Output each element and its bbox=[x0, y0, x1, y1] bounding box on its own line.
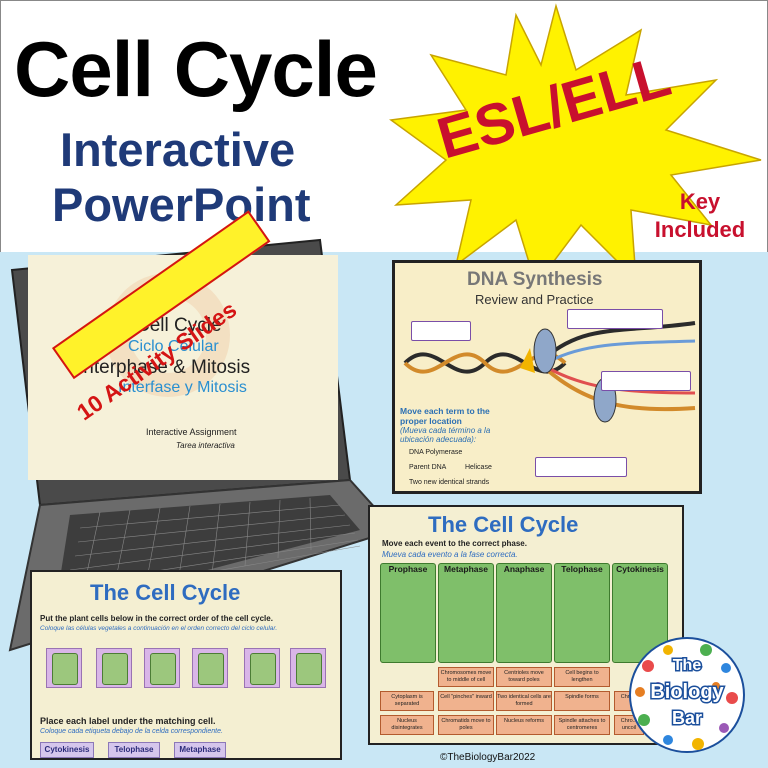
dna-synthesis-slide: DNA Synthesis Review and Practice Move e… bbox=[392, 260, 702, 494]
answer-box-3[interactable] bbox=[601, 371, 691, 391]
phase-label-anaphase: Anaphase bbox=[503, 564, 545, 574]
cc-left-instruction-es: Coloque las células vegetales a continua… bbox=[40, 625, 278, 632]
cell-image[interactable] bbox=[192, 648, 228, 688]
cc-left-label-instruction-es: Coloque cada etiqueta debajo de la celda… bbox=[40, 728, 223, 735]
slide-assignment: Interactive Assignment bbox=[146, 427, 237, 437]
dna-slide-title: DNA Synthesis bbox=[467, 269, 603, 290]
cell-image[interactable] bbox=[46, 648, 82, 688]
key-line1: Key bbox=[679, 189, 721, 214]
event-card[interactable]: Spindle forms bbox=[554, 691, 610, 711]
key-included-label: Key Included bbox=[640, 188, 760, 244]
cc-left-title: The Cell Cycle bbox=[90, 580, 241, 605]
phase-label-telophase: Telophase bbox=[561, 564, 603, 574]
term-parent-dna[interactable]: Parent DNA bbox=[409, 464, 447, 471]
event-card[interactable]: Cell "pinches" inward bbox=[438, 691, 494, 711]
label-chip-telophase[interactable]: Telophase bbox=[108, 742, 160, 758]
event-card[interactable]: Chromosomes move to middle of cell bbox=[438, 667, 494, 687]
cc-left-instruction: Put the plant cells below in the correct… bbox=[40, 614, 273, 623]
term-two-new-strands[interactable]: Two new identical strands bbox=[409, 479, 490, 486]
copyright-text: ©TheBiologyBar2022 bbox=[440, 752, 536, 763]
cc-right-title: The Cell Cycle bbox=[428, 512, 579, 537]
event-card[interactable]: Chromatids move to poles bbox=[438, 715, 494, 735]
cc-left-label-instruction: Place each label under the matching cell… bbox=[40, 716, 216, 726]
answer-box-2[interactable] bbox=[567, 309, 663, 329]
phase-column-anaphase[interactable] bbox=[496, 563, 552, 663]
biology-bar-logo: The Biology Bar bbox=[629, 637, 745, 753]
phase-column-prophase[interactable] bbox=[380, 563, 436, 663]
dna-slide-subtitle: Review and Practice bbox=[475, 292, 594, 307]
cell-image[interactable] bbox=[290, 648, 326, 688]
event-card[interactable]: Centrioles move toward poles bbox=[496, 667, 552, 687]
key-line2: Included bbox=[654, 217, 746, 242]
subtitle-powerpoint: PowerPoint bbox=[52, 178, 311, 231]
label-chip-metaphase[interactable]: Metaphase bbox=[174, 742, 226, 758]
cc-right-instruction-es: Mueva cada evento a la fase correcta. bbox=[382, 550, 518, 559]
cc-right-instruction: Move each event to the correct phase. bbox=[382, 539, 527, 548]
label-chip-cytokinesis[interactable]: Cytokinesis bbox=[40, 742, 94, 758]
dna-instruction-es: (Mueva cada término a la ubicación adecu… bbox=[400, 426, 491, 444]
phase-column-metaphase[interactable] bbox=[438, 563, 494, 663]
cell-image[interactable] bbox=[96, 648, 132, 688]
subtitle-interactive: Interactive bbox=[60, 123, 296, 176]
slide-subtitle-es: Interfase y Mitosis bbox=[118, 379, 247, 396]
cell-cycle-phase-slide: The Cell Cycle Move each event to the co… bbox=[368, 505, 684, 745]
cell-image[interactable] bbox=[244, 648, 280, 688]
cell-cycle-order-slide: The Cell Cycle Put the plant cells below… bbox=[30, 570, 342, 760]
phase-label-prophase: Prophase bbox=[388, 564, 428, 574]
dna-instruction: Move each term to the proper location bbox=[400, 406, 490, 426]
event-card[interactable]: Spindle attaches to centromeres bbox=[554, 715, 610, 735]
event-card[interactable]: Two identical cells are formed bbox=[496, 691, 552, 711]
event-card[interactable]: Cytoplasm is separated bbox=[380, 691, 434, 711]
event-card[interactable]: Nucleus reforms bbox=[496, 715, 552, 735]
term-helicase[interactable]: Helicase bbox=[465, 464, 492, 471]
phase-column-telophase[interactable] bbox=[554, 563, 610, 663]
answer-box-4[interactable] bbox=[535, 457, 627, 477]
slide-title-es: Ciclo Celular bbox=[128, 338, 219, 355]
phase-label-cytokinesis: Cytokinesis bbox=[616, 564, 664, 574]
slide-assignment-es: Tarea interactiva bbox=[176, 441, 235, 450]
phase-label-metaphase: Metaphase bbox=[444, 564, 488, 574]
answer-box-1[interactable] bbox=[411, 321, 471, 341]
logo-line3: Bar bbox=[672, 708, 702, 728]
event-card[interactable]: Nucleus disintegrates bbox=[380, 715, 434, 735]
logo-line2: Biology bbox=[650, 681, 724, 703]
slide-subtitle: Interphase & Mitosis bbox=[78, 357, 251, 378]
main-title: Cell Cycle bbox=[14, 25, 378, 113]
event-card[interactable]: Cell begins to lengthen bbox=[554, 667, 610, 687]
cell-image[interactable] bbox=[144, 648, 180, 688]
logo-line1: The bbox=[673, 657, 702, 674]
term-dna-polymerase[interactable]: DNA Polymerase bbox=[409, 449, 463, 456]
